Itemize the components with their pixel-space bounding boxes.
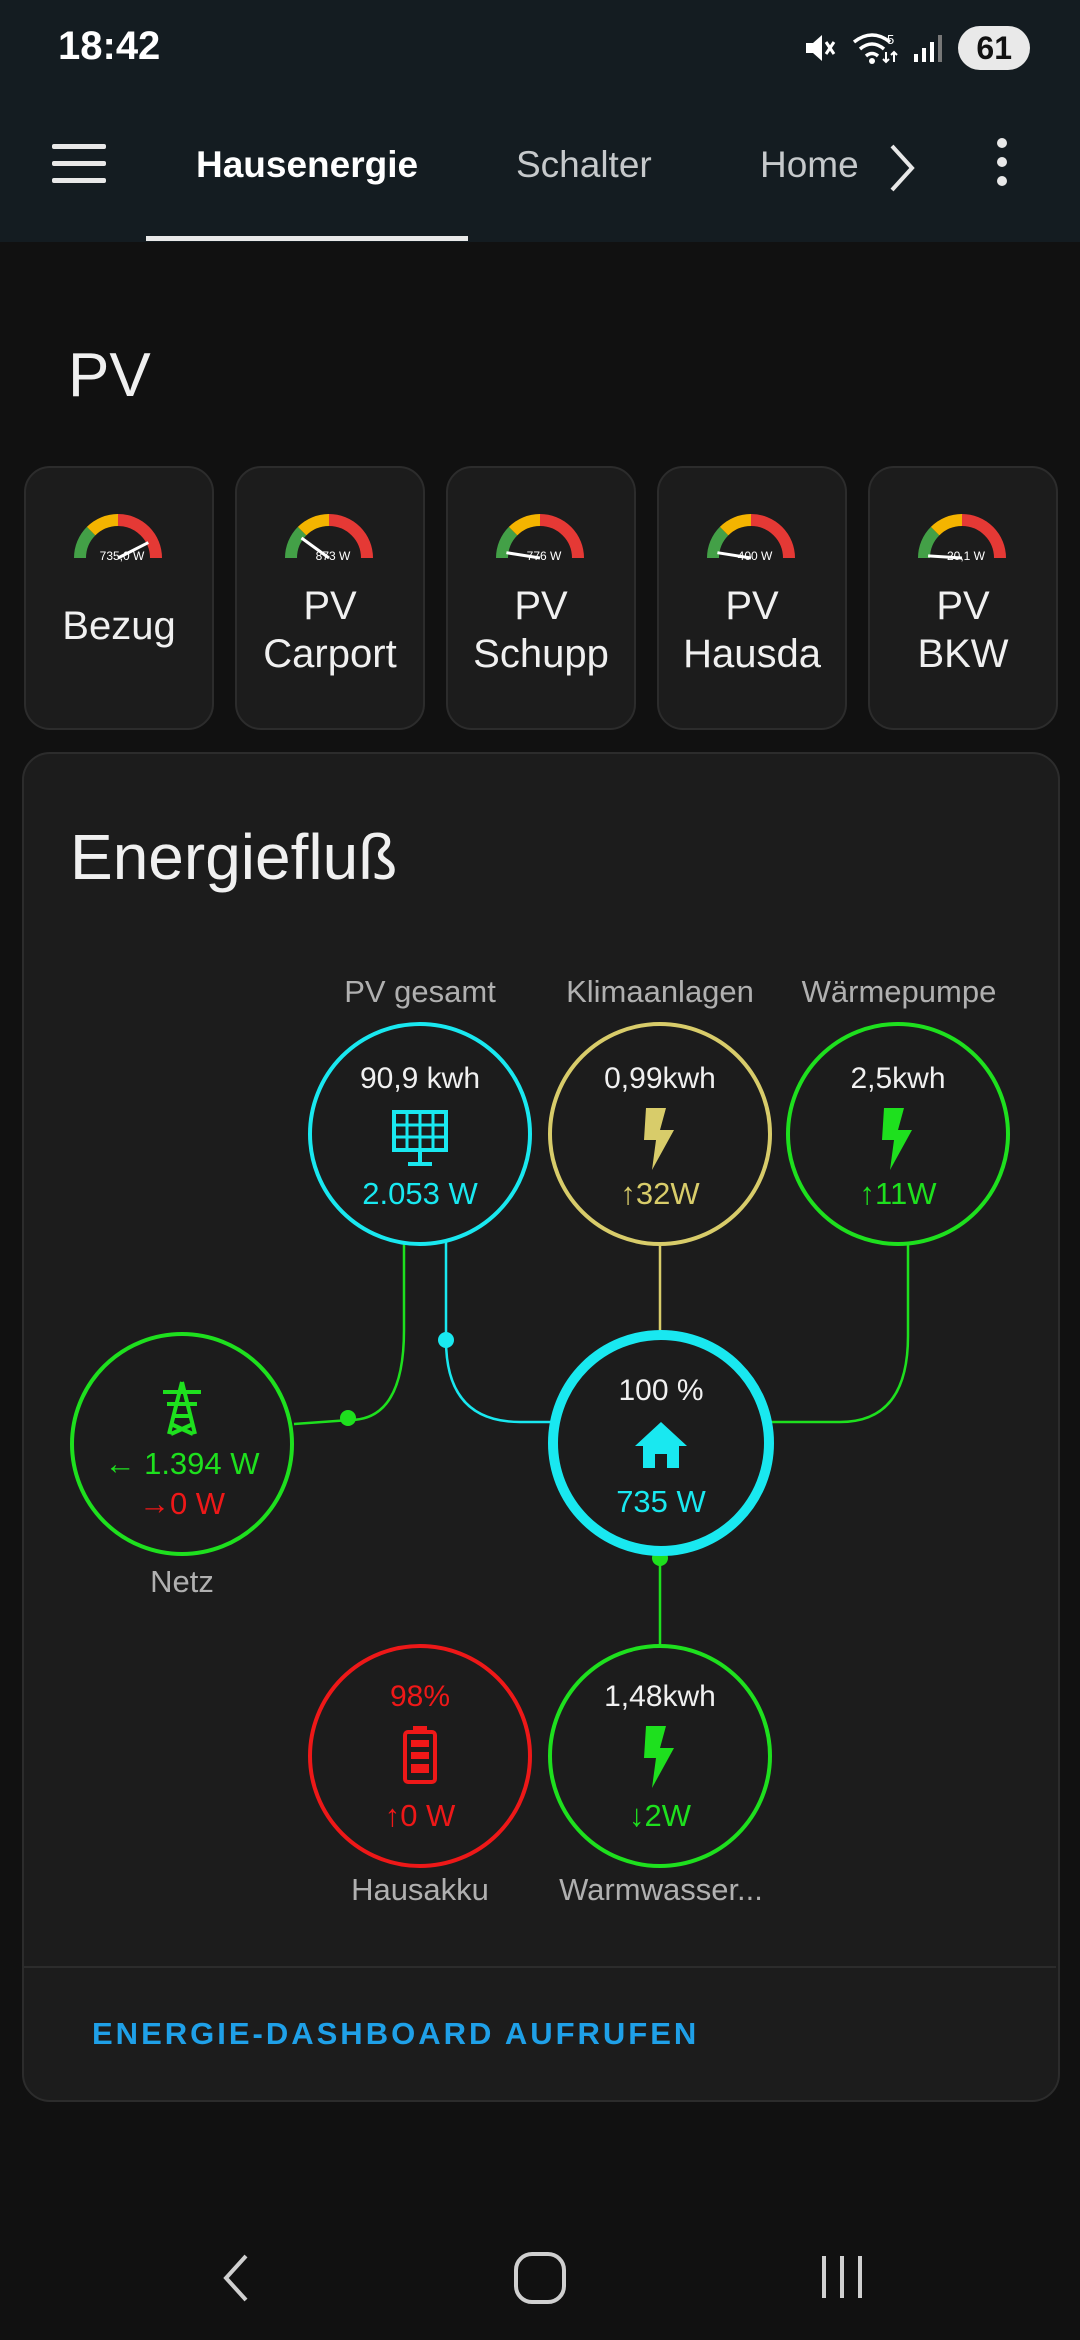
system-nav-bar [0,2200,1080,2340]
gauge-label: Bezug [62,604,176,648]
home-icon[interactable] [512,2250,568,2306]
lightning-icon [882,1108,912,1170]
tab-home[interactable]: Home [760,144,859,185]
gauge-icon: 400 W [706,513,795,563]
recents-icon[interactable] [818,2252,866,2302]
netz-node[interactable]: ← 1.394 W →0 W [70,1332,294,1556]
arrow-left-icon: ← [104,1446,145,1481]
energy-flow-title: Energiefluß [70,821,398,893]
arrow-up-icon: ↑ [859,1176,876,1211]
gauge-value: 735,0 W [100,549,145,563]
wifi-icon: 5 [853,32,899,64]
home-node[interactable]: 100 % 735 W [548,1330,774,1556]
gauge-card[interactable]: 735,0 W Bezug [24,466,214,730]
pv-power: 2.053 W [362,1176,478,1211]
gauge-card[interactable]: 776 W PV Schupp [446,466,636,730]
arrow-down-icon: ↓ [629,1798,645,1833]
gauge-card[interactable]: 400 W PV Hausda [657,466,847,730]
battery-icon [403,1726,437,1784]
wifi-badge: 5 [887,32,894,47]
gauge-value: 400 W [738,549,773,563]
home-power: 735 W [616,1484,706,1519]
gauge-label: PV BKW [917,584,1009,676]
tab-hausenergie[interactable]: Hausenergie [196,144,419,185]
transmission-tower-icon [163,1381,201,1436]
klima-energy: 0,99kwh [604,1062,716,1095]
gauge-icon: 20,1 W [917,513,1006,563]
gauge-label: PV Carport [263,584,397,676]
klima-label: Klimaanlagen [566,974,754,1009]
warmwasser-node[interactable]: 1,48kwh ↓2W [548,1644,772,1868]
warmwasser-power: 2W [644,1798,692,1833]
gauge-value: 20,1 W [947,549,986,563]
netz-label: Netz [150,1564,214,1599]
hausakku-soc: 98% [389,1680,451,1713]
hausakku-power: 0 W [400,1798,456,1833]
lightning-icon [644,1726,674,1788]
gauge-label: PV Hausda [683,584,821,676]
klima-power: 32W [635,1176,700,1211]
waermepumpe-label: Wärmepumpe [801,974,997,1009]
gauge-value: 873 W [316,549,351,563]
waermepumpe-power: 11W [875,1176,937,1211]
gauge-card[interactable]: 20,1 W PV BKW [868,466,1058,730]
tab-schalter[interactable]: Schalter [516,144,652,185]
gauge-icon: 873 W [284,513,373,563]
netz-export: 0 W [169,1486,226,1521]
gauge-value: 776 W [527,549,562,563]
pv-gesamt-label: PV gesamt [344,974,496,1009]
energy-dashboard-link[interactable]: ENERGIE-DASHBOARD AUFRUFEN [92,2016,700,2051]
gauge-card[interactable]: 873 W PV Carport [235,466,425,730]
home-percent: 100 % [618,1374,704,1407]
app-bar: Hausenergie Schalter Home [0,100,1080,242]
status-icons: 5 61 [802,26,1030,70]
menu-icon[interactable] [52,144,106,184]
signal-icon [914,35,943,62]
house-icon [635,1422,687,1468]
active-tab-indicator [146,236,468,241]
gauge-icon: 776 W [495,513,584,563]
lightning-icon [644,1108,674,1170]
warmwasser-energy: 1,48kwh [604,1680,716,1713]
hausakku-label: Hausakku [351,1872,489,1907]
waermepumpe-energy: 2,5kwh [850,1062,946,1095]
pv-energy: 90,9 kwh [359,1062,481,1095]
arrow-right-icon: → [138,1486,170,1521]
gauge-label: PV Schupp [473,584,609,676]
back-icon[interactable] [218,2252,254,2304]
arrow-up-icon: ↑ [384,1798,401,1833]
waermepumpe-node[interactable]: 2,5kwh ↑11W [786,1022,1010,1246]
overflow-menu-icon[interactable] [990,138,1014,198]
mute-icon [806,35,836,61]
solar-panel-icon [392,1110,448,1166]
netz-import: 1.394 W [144,1446,260,1481]
status-bar: 18:42 5 61 [0,0,1080,100]
warmwasser-label: Warmwasser... [559,1872,763,1907]
chevron-right-icon[interactable] [882,140,922,196]
section-title: PV [68,341,151,410]
card-divider [24,1966,1056,1968]
gauge-icon: 735,0 W [73,513,162,563]
status-time: 18:42 [58,24,161,68]
klimaanlagen-node[interactable]: 0,99kwh ↑32W [548,1022,772,1246]
battery-badge: 61 [958,26,1030,70]
arrow-up-icon: ↑ [620,1176,636,1211]
pv-gesamt-node[interactable]: 90,9 kwh 2.053 W [308,1022,532,1246]
hausakku-node[interactable]: 98% ↑0 W [308,1644,532,1868]
